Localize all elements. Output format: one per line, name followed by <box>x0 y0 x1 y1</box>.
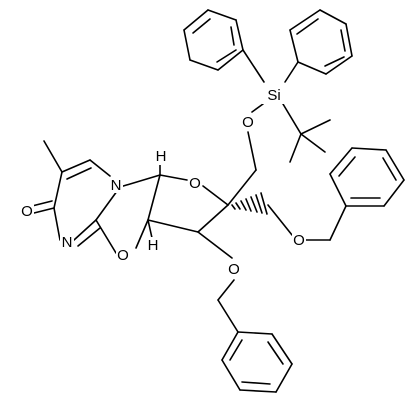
furanose-ring <box>147 174 229 233</box>
atom-o-oxazoline: O <box>117 247 129 264</box>
atom-o-benzyl-upper: O <box>293 232 305 249</box>
atom-labels: Si O O O O O O N N H H <box>20 86 306 278</box>
atom-h-bottom: H <box>148 237 159 254</box>
atom-h-top: H <box>156 148 167 165</box>
pyrimidine-ring <box>53 159 111 247</box>
hashed-wedge-bond <box>231 192 268 215</box>
atom-o-benzyl-lower: O <box>228 261 240 278</box>
atom-si: Si <box>267 87 280 104</box>
atom-n-imine: N <box>62 234 73 251</box>
atom-o-ring: O <box>189 175 201 192</box>
tert-butyl-group <box>282 103 331 163</box>
bond-lines <box>31 9 405 393</box>
atom-o-carbonyl: O <box>21 203 33 220</box>
phenyl-ring-right <box>329 147 405 207</box>
atom-o-silyl: O <box>242 114 254 131</box>
atom-n-pyrimidine: N <box>111 177 122 194</box>
phenyl-ring-top-right <box>289 9 353 75</box>
phenyl-ring-top-left <box>183 9 244 71</box>
phenyl-ring-bottom <box>221 331 293 393</box>
